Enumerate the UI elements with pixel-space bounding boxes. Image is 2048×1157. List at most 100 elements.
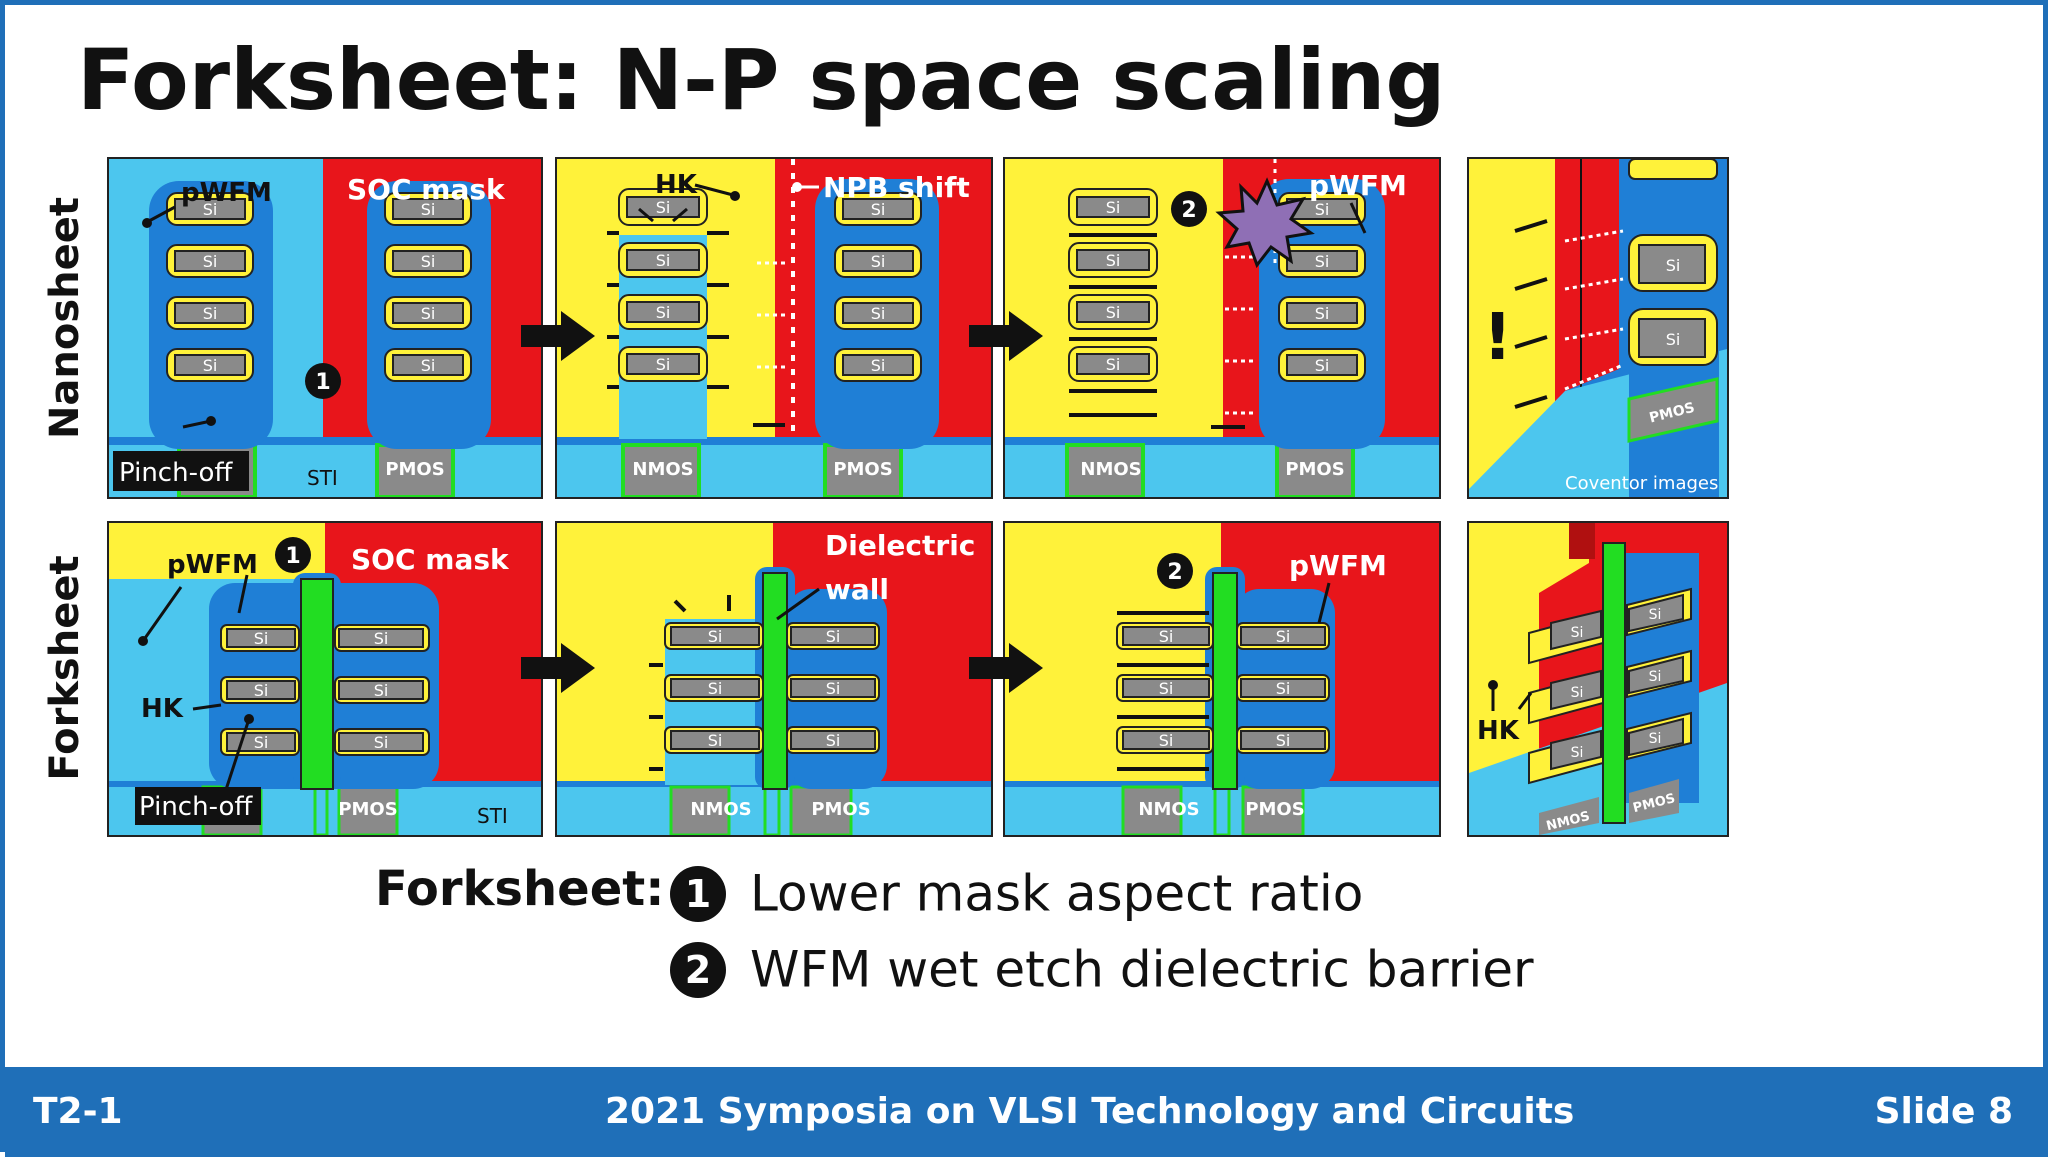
si-label: Si — [1315, 356, 1330, 375]
si-label: Si — [1649, 607, 1662, 623]
si-label: Si — [1106, 251, 1121, 270]
pmos-label: PMOS — [338, 799, 397, 820]
legend-text: WFM wet etch dielectric barrier — [750, 940, 1534, 999]
si-label: Si — [871, 356, 886, 375]
pmos-label: PMOS — [385, 459, 444, 480]
si-label: Si — [1106, 355, 1121, 374]
si-label: Si — [1649, 669, 1662, 685]
nanosheet-panel-npb-shift: Si Si Si Si Si Si Si Si HK — [555, 157, 993, 499]
pwfm-label: pWFM — [167, 550, 258, 580]
hk-label: HK — [141, 694, 184, 724]
si-label: Si — [1276, 679, 1291, 698]
si-label: Si — [374, 733, 389, 752]
hk-label: HK — [1477, 716, 1520, 746]
coventor-credit: Coventor images — [1565, 473, 1718, 494]
sti-label: STI — [307, 466, 338, 490]
si-label: Si — [826, 627, 841, 646]
si-label: Si — [826, 731, 841, 750]
pmos-label: PMOS — [833, 459, 892, 480]
forksheet-panel-pwfm: Si Si Si Si Si Si 2 pWFM NMOS PMOS — [1003, 521, 1441, 837]
si-label: Si — [708, 679, 723, 698]
nanosheet-panel-3d: Si Si PMOS ! Coventor images — [1467, 157, 1729, 499]
process-arrow-icon — [521, 311, 595, 361]
nmos-label: NMOS — [1080, 459, 1141, 480]
legend-text: Lower mask aspect ratio — [750, 864, 1364, 923]
pmos-label: PMOS — [1285, 459, 1344, 480]
sti-label: STI — [477, 804, 508, 828]
footer-slide-number: Slide 8 — [1874, 1091, 2013, 1132]
forksheet-panel-dielectric-wall: Si Si Si Si Si Si Dielectric wall NMOS P… — [555, 521, 993, 837]
exclaim-mark: ! — [1483, 301, 1512, 375]
si-label: Si — [871, 304, 886, 323]
process-arrow-icon — [969, 311, 1043, 361]
si-label: Si — [1315, 200, 1330, 219]
soc-mask-label: SOC mask — [351, 543, 510, 576]
si-label: Si — [1106, 198, 1121, 217]
si-label: Si — [421, 304, 436, 323]
process-arrow-icon — [969, 643, 1043, 693]
si-label: Si — [254, 629, 269, 648]
si-label: Si — [1276, 731, 1291, 750]
si-label: Si — [656, 303, 671, 322]
si-label: Si — [1571, 625, 1584, 641]
row-label-nanosheet: Nanosheet — [42, 196, 88, 440]
si-label: Si — [1649, 731, 1662, 747]
si-label: Si — [203, 356, 218, 375]
si-label: Si — [1666, 256, 1681, 275]
si-label: Si — [203, 252, 218, 271]
process-arrow-icon — [521, 643, 595, 693]
si-label: Si — [656, 251, 671, 270]
nmos-label: NMOS — [690, 799, 751, 820]
si-label: Si — [871, 252, 886, 271]
si-label: Si — [708, 627, 723, 646]
row-label-forksheet: Forksheet — [42, 555, 88, 781]
footer-bar: T2-1 2021 Symposia on VLSI Technology an… — [5, 1067, 2048, 1157]
si-label: Si — [1159, 731, 1174, 750]
si-label: Si — [1666, 330, 1681, 349]
si-label: Si — [826, 679, 841, 698]
dielectric-label: Dielectric — [825, 529, 975, 562]
si-label: Si — [203, 200, 218, 219]
si-label: Si — [1159, 627, 1174, 646]
si-label: Si — [254, 681, 269, 700]
nanosheet-panel-pwfm: Si Si Si Si Si Si Si Si — [1003, 157, 1441, 499]
si-label: Si — [203, 304, 218, 323]
si-label: Si — [1276, 627, 1291, 646]
npb-shift-label: NPB shift — [823, 171, 970, 204]
forksheet-panel-3d: Si Si Si Si Si Si NMOS PMOS HK — [1467, 521, 1729, 837]
legend-number: 2 — [670, 941, 726, 998]
si-label: Si — [421, 356, 436, 375]
pmos-label: PMOS — [811, 799, 870, 820]
page-title: Forksheet: N-P space scaling — [77, 31, 1446, 129]
soc-mask-label: SOC mask — [347, 173, 506, 206]
forksheet-panel-soc-mask: Si Si Si Si Si Si pWFM 1 SOC mask HK Pin… — [107, 521, 543, 837]
si-label: Si — [421, 252, 436, 271]
si-label: Si — [421, 200, 436, 219]
si-label: Si — [708, 731, 723, 750]
si-label: Si — [1315, 252, 1330, 271]
si-label: Si — [1571, 685, 1584, 701]
hk-label: HK — [655, 170, 698, 200]
si-label: Si — [1159, 679, 1174, 698]
si-label: Si — [374, 629, 389, 648]
marker-2: 2 — [1167, 560, 1182, 585]
pmos-label: PMOS — [1245, 799, 1304, 820]
footer-session-id: T2-1 — [33, 1091, 123, 1132]
legend-heading: Forksheet: — [375, 861, 665, 917]
legend-item-1: 1 Lower mask aspect ratio — [670, 861, 1363, 923]
si-label: Si — [1571, 745, 1584, 761]
nmos-label: NMOS — [632, 459, 693, 480]
pinch-off-label: Pinch-off — [139, 792, 253, 822]
si-label: Si — [656, 355, 671, 374]
marker-1: 1 — [285, 544, 300, 569]
pwfm-label: pWFM — [1289, 549, 1387, 582]
si-label: Si — [374, 681, 389, 700]
si-label: Si — [254, 733, 269, 752]
si-label: Si — [871, 200, 886, 219]
marker-1: 1 — [315, 370, 330, 395]
si-label: Si — [656, 198, 671, 217]
wall-label: wall — [825, 573, 889, 606]
legend-number: 1 — [670, 865, 726, 922]
pwfm-label: pWFM — [1309, 169, 1407, 202]
